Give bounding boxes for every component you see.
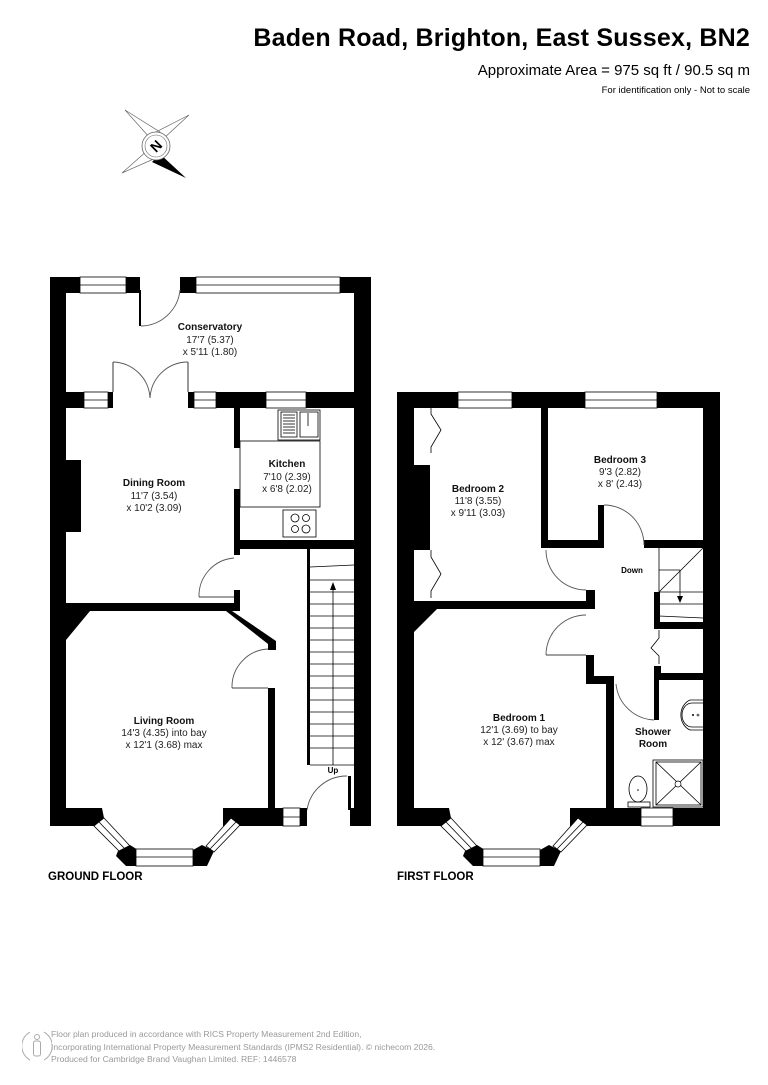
bedroom-1-dim1: 12'1 (3.69) to bay: [480, 725, 558, 736]
property-title: Baden Road, Brighton, East Sussex, BN2: [253, 24, 750, 52]
person-icon: [22, 1031, 52, 1061]
bedroom-2-label: Bedroom 2: [452, 484, 505, 495]
conservatory-dim2: x 5'11 (1.80): [183, 347, 238, 358]
kitchen-sink-icon: [277, 409, 321, 441]
basin-icon: [680, 699, 703, 731]
kitchen-dim1: 7'10 (2.39): [263, 472, 311, 483]
dining-room-label: Dining Room: [123, 478, 185, 489]
bedroom-3-label: Bedroom 3: [594, 455, 647, 466]
footer-notes: Floor plan produced in accordance with R…: [51, 1028, 435, 1066]
shower-room-label-line2: Room: [639, 739, 667, 750]
bedroom-3-dim1: 9'3 (2.82): [599, 467, 641, 478]
approximate-area: Approximate Area = 975 sq ft / 90.5 sq m: [477, 62, 750, 79]
toilet-icon: [627, 775, 651, 808]
kitchen-dim2: x 6'8 (2.02): [262, 484, 312, 495]
shower-tray-icon: [652, 759, 704, 808]
bedroom-1-label: Bedroom 1: [493, 713, 546, 724]
footer-line-2: Incorporating International Property Mea…: [51, 1041, 436, 1052]
kitchen-label: Kitchen: [269, 459, 306, 470]
ground-floor-plan: Up: [50, 276, 371, 867]
dining-room-dim2: x 10'2 (3.09): [126, 503, 181, 514]
bedroom-3-dim2: x 8' (2.43): [598, 479, 642, 490]
bedroom-2-dim1: 11'8 (3.55): [455, 496, 502, 507]
first-floor-label: FIRST FLOOR: [397, 871, 474, 883]
living-room-label: Living Room: [134, 716, 195, 727]
bedroom-1-dim2: x 12' (3.67) max: [483, 737, 554, 748]
staircase-up: [309, 564, 355, 766]
conservatory-label: Conservatory: [178, 322, 243, 333]
shower-room-label: Shower: [635, 727, 671, 738]
staircase-down: [658, 547, 704, 619]
ground-floor-label: GROUND FLOOR: [48, 871, 143, 883]
bedroom-2-dim2: x 9'11 (3.03): [451, 508, 506, 519]
dining-room-dim1: 11'7 (3.54): [131, 491, 178, 502]
footer-line-1: Floor plan produced in accordance with R…: [51, 1029, 362, 1039]
living-room-dim2: x 12'1 (3.68) max: [126, 740, 203, 751]
stairs-down-label: Down: [621, 566, 643, 575]
footer-line-3: Produced for Cambridge Brand Vaughan Lim…: [51, 1054, 297, 1064]
compass-north-icon: N: [121, 109, 190, 178]
first-floor-plan: Down: [397, 391, 720, 867]
living-room-dim1: 14'3 (4.35) into bay: [121, 728, 206, 739]
conservatory-dim1: 17'7 (5.37): [186, 335, 234, 346]
kitchen-hob-icon: [282, 509, 317, 538]
scale-disclaimer: For identification only - Not to scale: [601, 85, 750, 96]
stairs-up-label: Up: [328, 766, 339, 775]
